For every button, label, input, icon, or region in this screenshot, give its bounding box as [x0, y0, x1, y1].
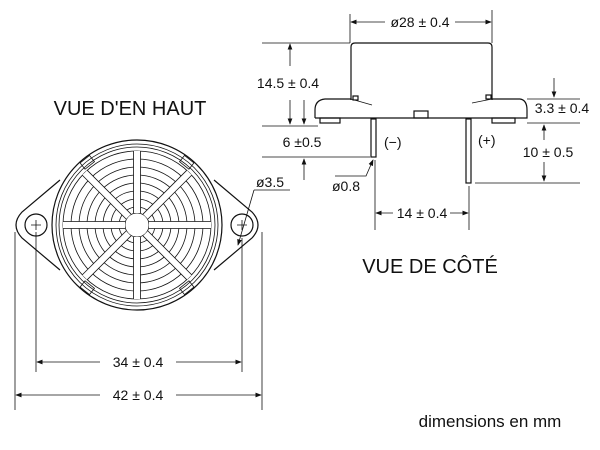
grille-line	[147, 230, 193, 276]
side-view-title: VUE DE CÔTÉ	[362, 255, 498, 278]
grille-line	[178, 154, 195, 170]
grille-line	[79, 154, 96, 170]
pin-minus	[370, 118, 377, 158]
grille-line	[82, 231, 131, 280]
units-note: dimensions en mm	[419, 412, 562, 431]
pin-plus	[465, 118, 472, 184]
pin-plus-length-label: 10 ± 0.5	[523, 144, 574, 160]
grille-line	[124, 212, 150, 238]
grille-line	[143, 170, 192, 219]
grille	[55, 143, 219, 307]
flange-height-label: 3.3 ± 0.4	[535, 100, 590, 116]
grille-line	[147, 174, 193, 220]
plus-label: (+)	[478, 132, 496, 148]
housing-outline	[51, 139, 223, 311]
grille-line	[86, 235, 132, 281]
grille-line	[142, 235, 188, 281]
mounting-flange	[15, 179, 259, 271]
grille-line	[86, 169, 132, 215]
grille-line	[81, 174, 127, 220]
pin-diameter-label: ø0.8	[332, 178, 360, 194]
housing-body	[350, 42, 493, 100]
top-view: ø3.5 34 ± 0.4 42 ± 0.4 VUE D'EN HAUT	[14, 98, 290, 410]
grille-line	[81, 230, 127, 276]
grille-line	[79, 280, 96, 296]
flange-body	[314, 98, 528, 119]
overall-width-label: 42 ± 0.4	[113, 387, 164, 403]
grille-line	[178, 280, 195, 296]
grille-line	[58, 146, 216, 304]
minus-label: (−)	[384, 134, 402, 150]
diameter-label: ø28 ± 0.4	[390, 14, 449, 30]
grille-line	[82, 170, 131, 219]
mounting-hole-right	[230, 213, 254, 237]
top-view-title: VUE D'EN HAUT	[54, 98, 207, 120]
pin-minus-length-label: 6 ±0.5	[283, 134, 322, 150]
side-view: (−) (+) ø28 ± 0.4 14.5 ± 0.4 6 ±0.5 ø0.8…	[257, 10, 589, 278]
hole-diameter-label: ø3.5	[256, 174, 284, 190]
pin-spacing-label: 14 ± 0.4	[397, 205, 448, 221]
grille-line	[143, 231, 192, 280]
hole-spacing-label: 34 ± 0.4	[113, 354, 164, 370]
grille-line	[142, 169, 188, 215]
height-label: 14.5 ± 0.4	[257, 75, 319, 91]
grille-line	[55, 143, 219, 307]
